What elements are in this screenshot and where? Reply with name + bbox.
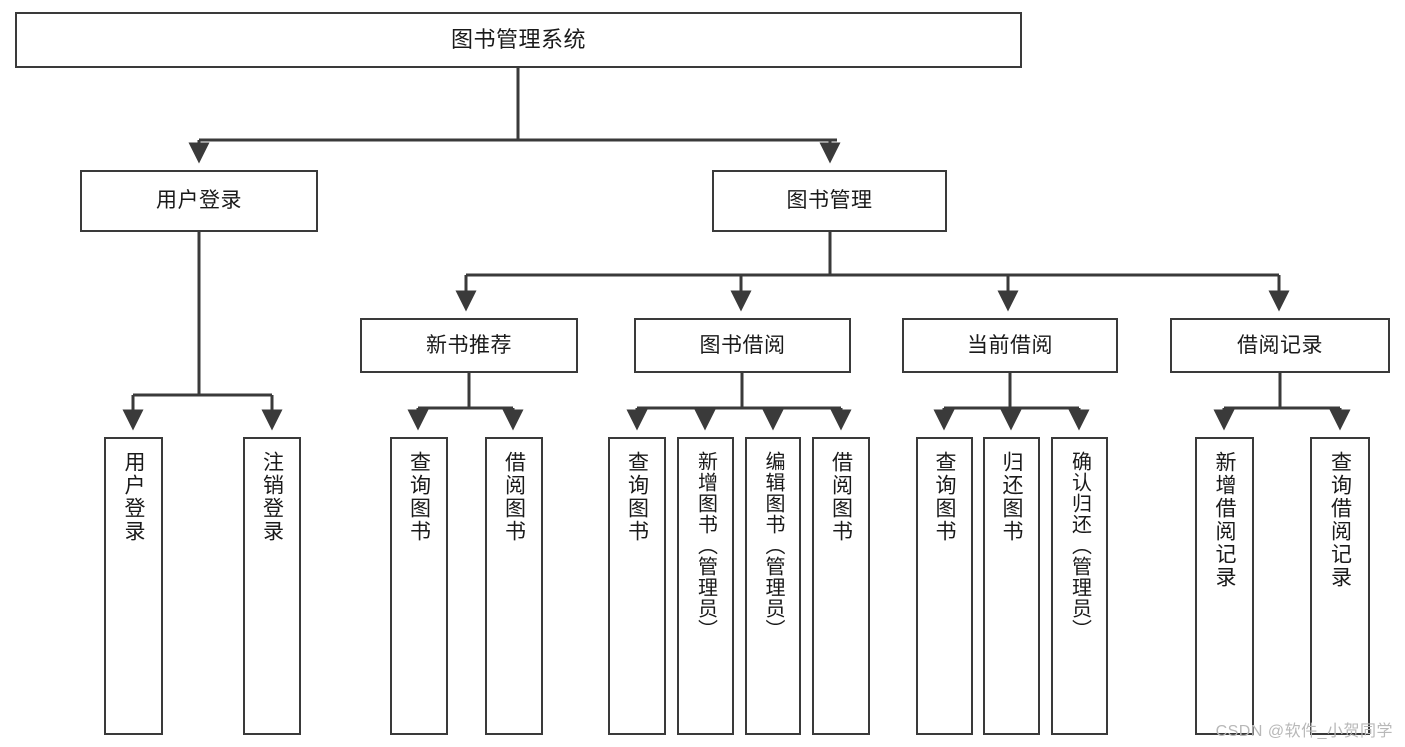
node-new-book-recommend-label: 新书推荐: [426, 333, 512, 357]
watermark: CSDN @软件_小贺同学: [1215, 723, 1393, 740]
node-user-login[interactable]: 用户登录: [80, 170, 318, 232]
node-user-login-label: 用户登录: [156, 189, 242, 213]
node-leaf-user-logout-label: 注销登录: [260, 451, 284, 543]
node-book-borrow-label: 图书借阅: [699, 333, 786, 357]
node-leaf-query-book-3[interactable]: 查询图书: [916, 437, 973, 735]
node-leaf-edit-book[interactable]: 编辑图书（管理员）: [745, 437, 801, 735]
node-leaf-borrow-book-1-label: 借阅图书: [502, 451, 526, 543]
node-borrow-record-label: 借阅记录: [1237, 333, 1323, 357]
node-leaf-add-record-label: 新增借阅记录: [1213, 451, 1236, 589]
node-book-manage-label: 图书管理: [786, 189, 873, 213]
node-current-borrow[interactable]: 当前借阅: [902, 318, 1118, 373]
node-root-label: 图书管理系统: [450, 26, 586, 52]
node-leaf-borrow-book-2-label: 借阅图书: [829, 451, 853, 543]
node-borrow-record[interactable]: 借阅记录: [1170, 318, 1390, 373]
node-book-manage[interactable]: 图书管理: [712, 170, 947, 232]
node-new-book-recommend[interactable]: 新书推荐: [360, 318, 578, 373]
node-leaf-borrow-book-2[interactable]: 借阅图书: [812, 437, 870, 735]
node-leaf-confirm-return[interactable]: 确认归还（管理员）: [1051, 437, 1108, 735]
node-leaf-query-book-3-label: 查询图书: [933, 451, 956, 543]
node-leaf-query-record-label: 查询借阅记录: [1328, 451, 1352, 589]
node-leaf-add-book-label: 新增图书（管理员）: [694, 451, 717, 640]
node-leaf-borrow-book-1[interactable]: 借阅图书: [485, 437, 543, 735]
node-leaf-query-record[interactable]: 查询借阅记录: [1310, 437, 1370, 735]
node-current-borrow-label: 当前借阅: [967, 333, 1053, 357]
node-leaf-return-book-label: 归还图书: [1000, 451, 1023, 543]
node-leaf-edit-book-label: 编辑图书（管理员）: [762, 451, 784, 640]
node-leaf-add-book[interactable]: 新增图书（管理员）: [677, 437, 734, 735]
node-leaf-confirm-return-label: 确认归还（管理员）: [1068, 451, 1091, 640]
node-leaf-user-login[interactable]: 用户登录: [104, 437, 163, 735]
node-leaf-query-book-1-label: 查询图书: [407, 451, 431, 543]
node-book-borrow[interactable]: 图书借阅: [634, 318, 851, 373]
node-leaf-query-book-2-label: 查询图书: [625, 451, 649, 543]
node-root[interactable]: 图书管理系统: [15, 12, 1022, 68]
node-leaf-return-book[interactable]: 归还图书: [983, 437, 1040, 735]
node-leaf-user-logout[interactable]: 注销登录: [243, 437, 301, 735]
node-leaf-query-book-1[interactable]: 查询图书: [390, 437, 448, 735]
node-leaf-user-login-label: 用户登录: [122, 451, 145, 543]
node-leaf-query-book-2[interactable]: 查询图书: [608, 437, 666, 735]
node-leaf-add-record[interactable]: 新增借阅记录: [1195, 437, 1254, 735]
